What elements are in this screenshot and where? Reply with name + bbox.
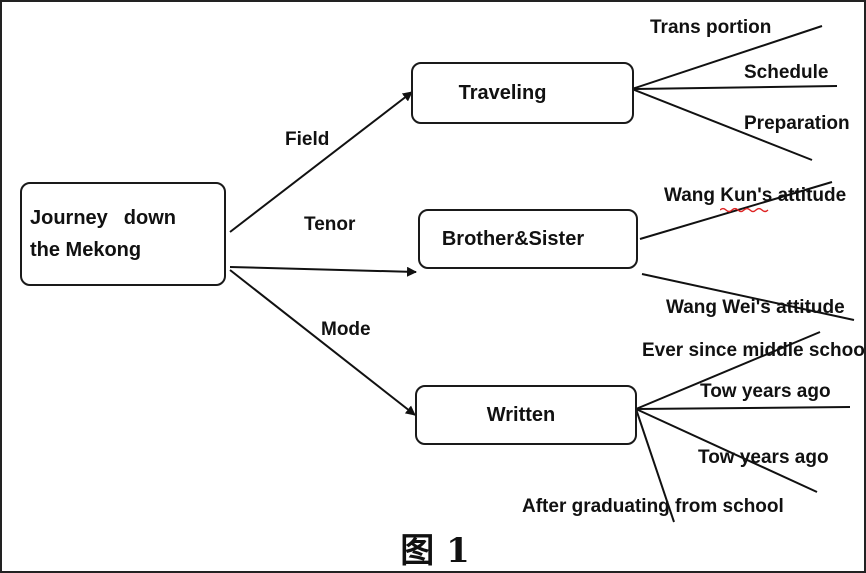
- tenor-arrow: [229, 266, 417, 277]
- written-branch-2: [635, 406, 851, 410]
- written-branch-1: [635, 331, 821, 410]
- leaf-wang-kun-attitude: Wang Kun's attitude: [664, 185, 847, 206]
- root-node: Journey down the Mekong: [20, 182, 226, 286]
- leaf-wang-wei-attitude: Wang Wei's attitude: [666, 297, 845, 318]
- traveling-branch-1: [631, 25, 823, 90]
- traveling-node-label: Traveling: [458, 81, 547, 104]
- traveling-node: Traveling: [411, 62, 634, 124]
- written-branch-3: [635, 408, 818, 493]
- root-line1-left: Journey: [30, 207, 108, 229]
- root-line2: the Mekong: [30, 239, 142, 261]
- root-node-label: Journey down the Mekong: [30, 202, 176, 266]
- field-label: Field: [285, 129, 330, 150]
- tenor-label: Tenor: [304, 214, 356, 235]
- brother-sister-branch-1: [639, 181, 833, 240]
- leaf-preparation: Preparation: [744, 113, 850, 134]
- mode-arrow: [229, 269, 416, 416]
- field-arrow: [229, 91, 413, 233]
- brother-sister-branch-2: [641, 273, 855, 321]
- leaf-two-years-ago-1: Tow years ago: [700, 381, 831, 402]
- root-line1-right: down: [123, 207, 176, 229]
- traveling-branch-2: [631, 85, 838, 90]
- leaf-after-graduating: After graduating from school: [522, 496, 784, 517]
- leaf-two-years-ago-2: Tow years ago: [698, 447, 829, 468]
- mode-label: Mode: [321, 319, 371, 340]
- leaf-transportation: Trans portion: [650, 17, 772, 38]
- figure-caption: 图 1: [400, 531, 470, 571]
- leaf-ever-since-middle-school: Ever since middle schoo: [642, 340, 865, 361]
- written-node-label: Written: [486, 403, 556, 426]
- brother-sister-node: Brother&Sister: [418, 209, 638, 269]
- leaf-schedule: Schedule: [744, 62, 829, 83]
- traveling-branch-3: [631, 88, 813, 161]
- written-node: Written: [415, 385, 637, 445]
- brother-sister-node-label: Brother&Sister: [441, 227, 585, 250]
- written-branch-4: [635, 408, 675, 523]
- spellcheck-underline: [720, 207, 769, 213]
